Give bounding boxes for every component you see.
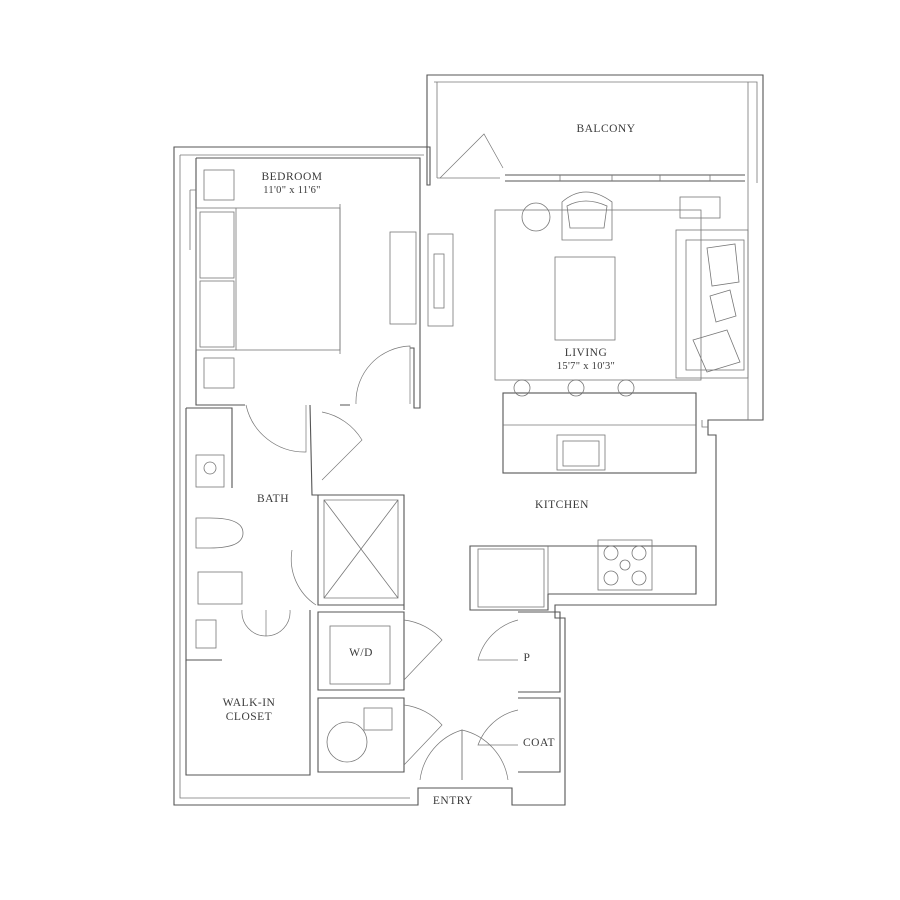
room-dims-living: 15'7" x 10'3" bbox=[556, 361, 616, 372]
room-name-pantry: P bbox=[523, 652, 531, 664]
closet-area bbox=[185, 610, 311, 776]
room-name-closet: WALK-IN CLOSET bbox=[222, 697, 276, 723]
room-dims-bedroom: 11'0" x 11'6" bbox=[263, 185, 321, 196]
label-balcony: BALCONY bbox=[556, 122, 656, 136]
room-name-bedroom: BEDROOM bbox=[261, 171, 323, 183]
label-bath: BATH bbox=[238, 492, 308, 506]
room-name-living: LIVING bbox=[564, 347, 608, 359]
room-name-entry: ENTRY bbox=[432, 795, 474, 807]
balcony-area bbox=[436, 82, 745, 182]
kitchen-area bbox=[469, 379, 697, 611]
bath-area bbox=[185, 404, 405, 661]
room-name-kitchen: KITCHEN bbox=[535, 499, 589, 511]
room-name-balcony: BALCONY bbox=[576, 123, 636, 135]
label-kitchen: KITCHEN bbox=[512, 498, 612, 512]
room-name-laundry: W/D bbox=[349, 647, 373, 659]
label-entry: ENTRY bbox=[418, 794, 488, 808]
label-closet: WALK-IN CLOSET bbox=[214, 696, 284, 724]
label-pantry: P bbox=[512, 651, 542, 665]
label-laundry: W/D bbox=[331, 646, 391, 660]
label-bedroom: BEDROOM 11'0" x 11'6" bbox=[242, 170, 342, 198]
label-coat: COAT bbox=[516, 736, 562, 750]
room-name-bath: BATH bbox=[256, 493, 290, 505]
living-area bbox=[494, 191, 749, 381]
bedroom-area bbox=[189, 157, 454, 409]
utility-area bbox=[317, 611, 561, 781]
room-name-coat: COAT bbox=[522, 737, 556, 749]
label-living: LIVING 15'7" x 10'3" bbox=[536, 346, 636, 374]
